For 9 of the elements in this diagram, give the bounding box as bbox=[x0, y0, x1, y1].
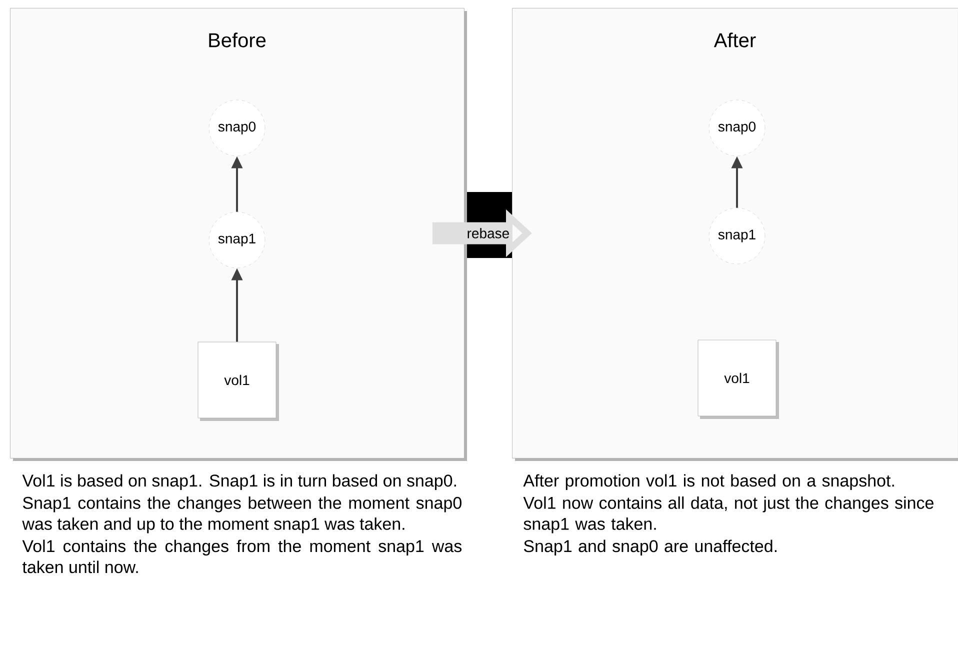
description-text: Snap1 contains the changes between the moment snap0 was taken and up to the moment snap1 was taken. bbox=[22, 496, 462, 534]
edge-label: rebase bbox=[468, 228, 509, 238]
description-text: Vol1 is based on snap1. Snap1 is in turn based on snap0. bbox=[22, 474, 456, 490]
volume-box: vol1 bbox=[198, 342, 279, 421]
description-text: After promotion vol1 is not based on a snapshot. bbox=[523, 474, 894, 490]
description-text: Vol1 now contains all data, not just the changes since snap1 was taken. bbox=[523, 496, 934, 534]
description-text: Snap1 and snap0 are unaffected. bbox=[524, 540, 776, 556]
description-text: Vol1 contains the changes from the moment snap1 was taken until now. bbox=[22, 540, 462, 574]
volume-box: vol1 bbox=[698, 340, 779, 419]
